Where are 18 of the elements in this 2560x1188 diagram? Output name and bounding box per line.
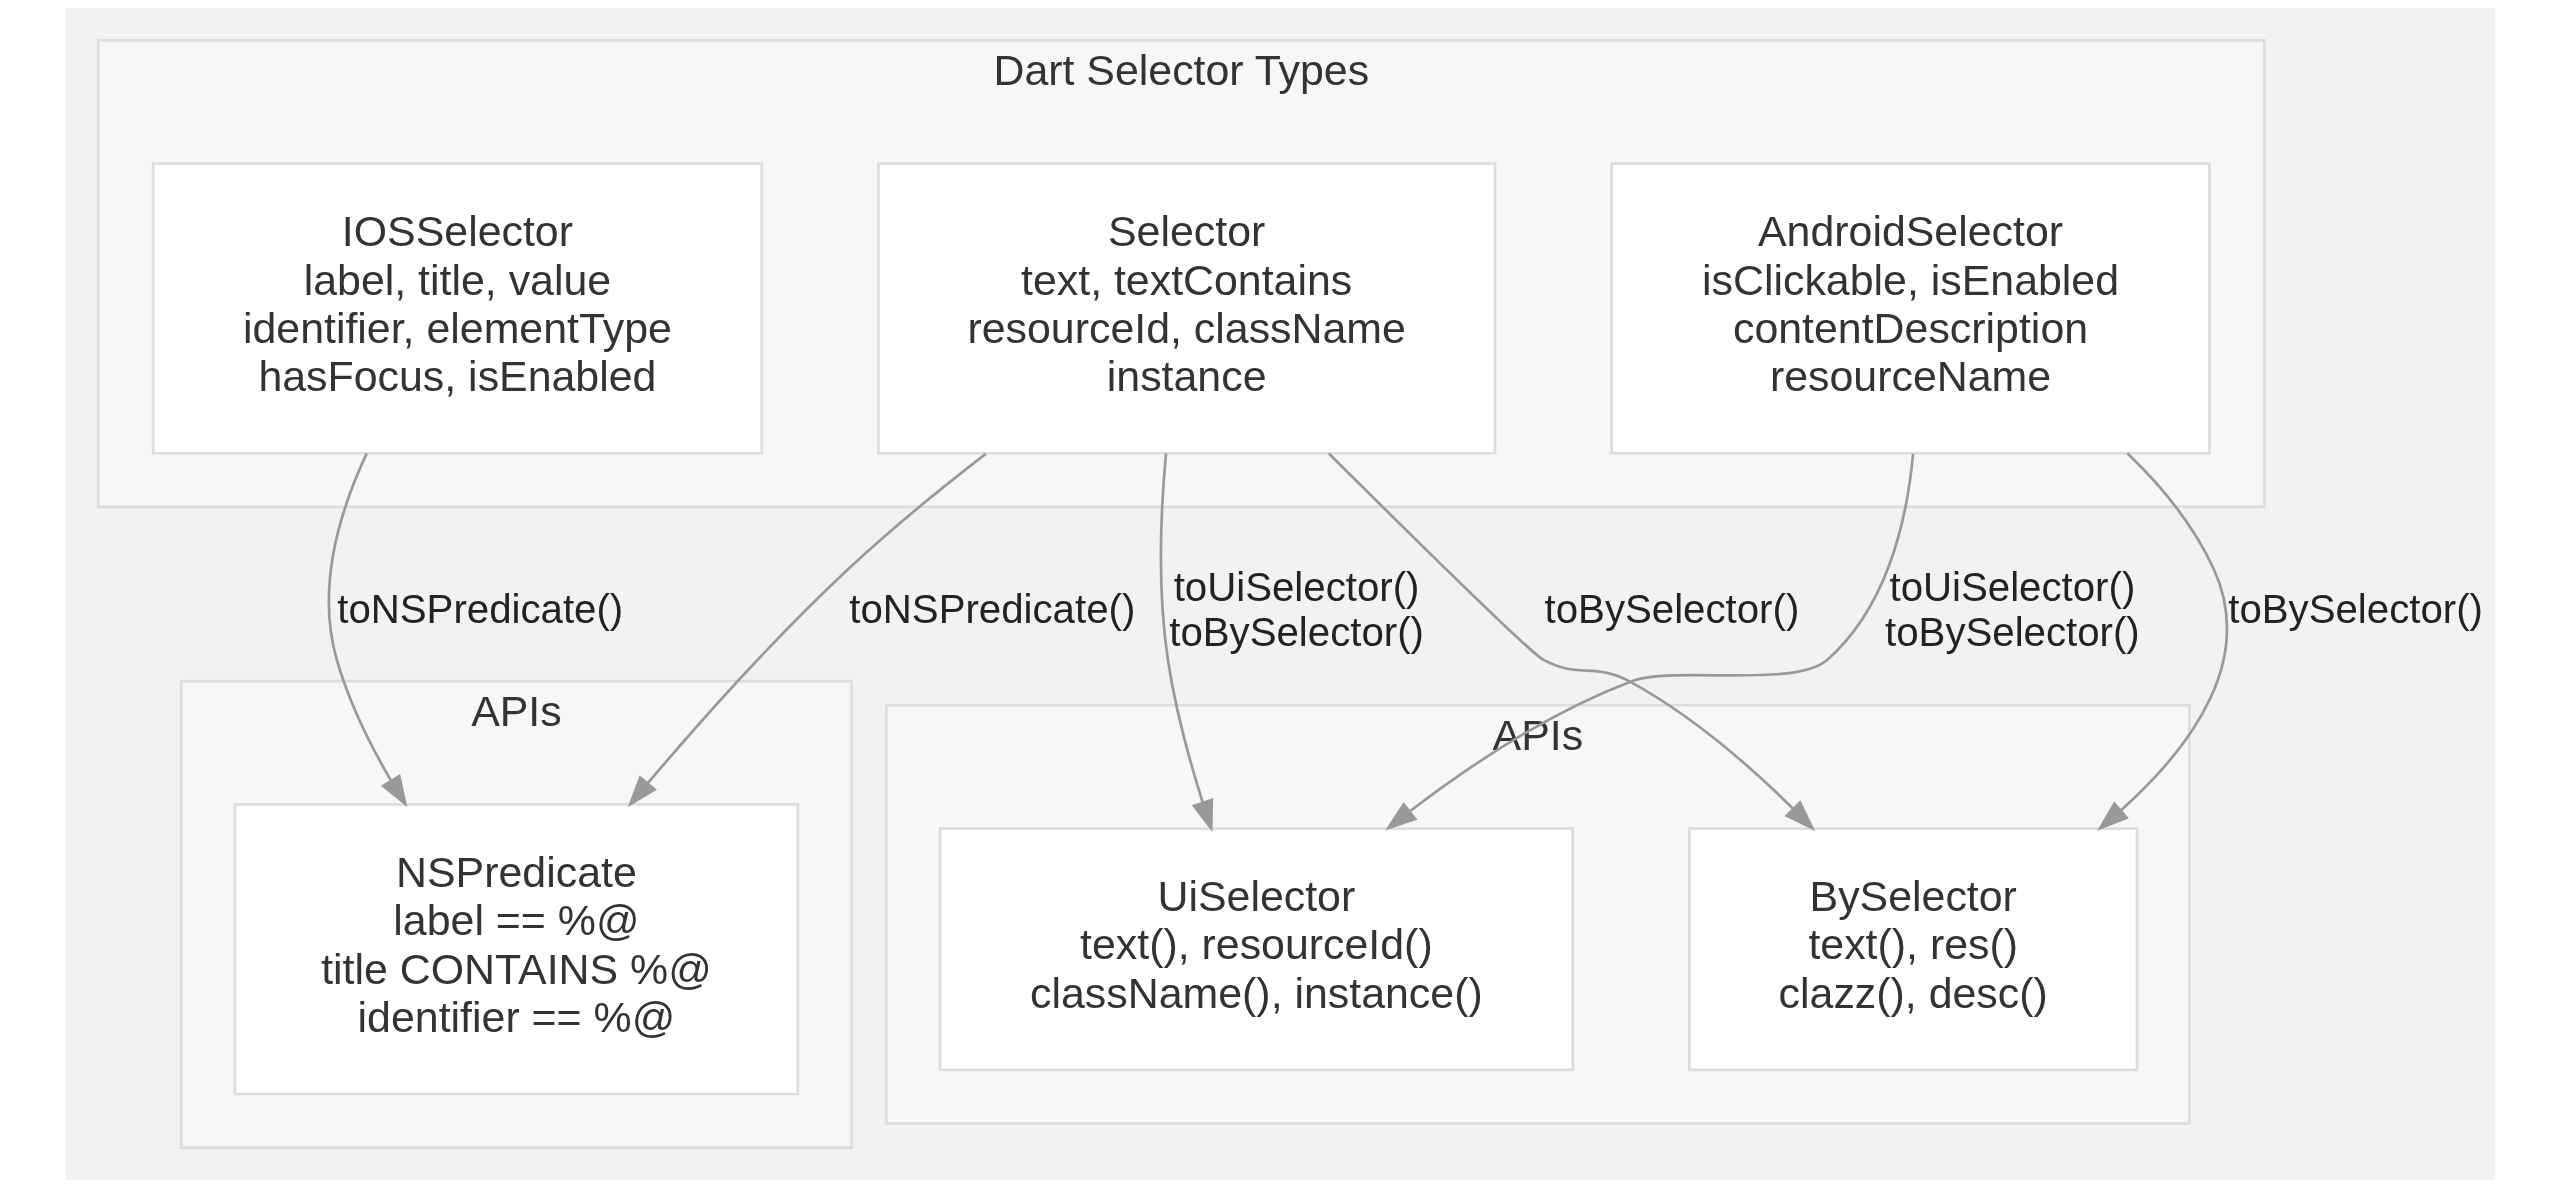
node-box: NSPredicate label == %@ title CONTAINS %@ identifier == %@ [233, 803, 799, 1096]
arrow [1159, 453, 1213, 833]
edge-label: toUiSelector() toBySelector() [1884, 564, 2140, 656]
arrow [327, 452, 407, 808]
node-box: Selector text, textContains resourceId, className instance [876, 162, 1496, 455]
arrow [627, 452, 987, 808]
node-box: IOSSelector label, title, value identifier, elementType hasFocus, isEnabled [151, 162, 763, 455]
node-box: UiSelector text(), resourceId() className(), instance() [938, 827, 1574, 1072]
node-box: AndroidSelector isClickable, isEnabled contentDescription resourceName [1609, 162, 2211, 455]
arrow [1384, 453, 1914, 831]
edge-label: toBySelector() [2227, 587, 2483, 633]
arrow [1327, 452, 1815, 831]
arrow [2096, 452, 2228, 831]
edge-label: toNSPredicate() [336, 587, 623, 633]
node-box: BySelector text(), res() clazz(), desc() [1687, 827, 2138, 1072]
edge-label: toUiSelector() toBySelector() [1168, 564, 1424, 656]
edge-label: toBySelector() [1544, 587, 1799, 633]
edge-label: toNSPredicate() [848, 587, 1135, 633]
